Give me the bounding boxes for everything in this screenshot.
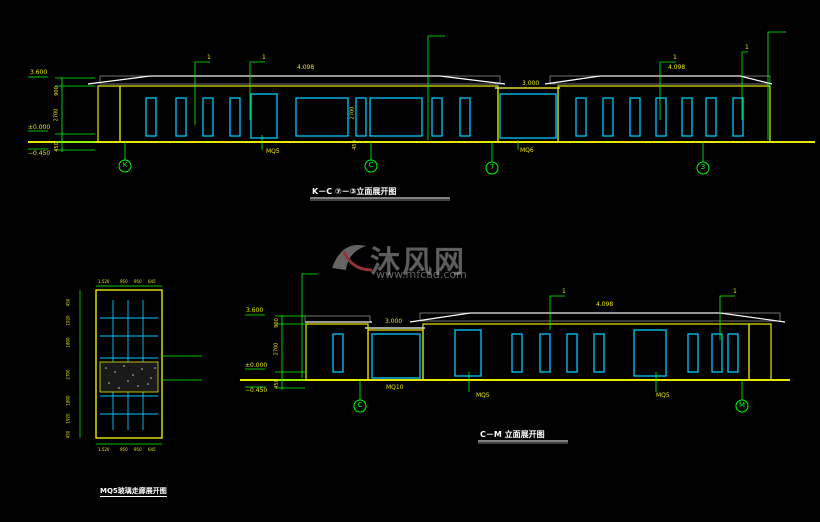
title-elevation-2: C－M 立面展开图 [480, 430, 545, 439]
dim-c-1-mid: 450 [351, 140, 358, 150]
detail-top-dim-1: 1,520 [98, 279, 110, 284]
detail-side-dim-7: 450 [65, 430, 71, 439]
door-tag-2b: MQ5 [476, 392, 490, 399]
detail-bottom-dim-3: 950 [134, 447, 142, 452]
detail-side-dim-2: 1920 [65, 315, 71, 326]
ridge-label-2: 4.098 [596, 301, 614, 308]
windows-right [575, 97, 744, 137]
axis-bubbles-2 [353, 399, 749, 413]
detail-side-dim-3: 1800 [65, 337, 71, 348]
mid-roof-label-1: 3.000 [522, 80, 540, 87]
door-tag-1a: MQ5 [266, 148, 280, 155]
detail-bottom-dim-2: 950 [120, 447, 128, 452]
watermark-logo [332, 244, 373, 272]
level-top-2: 3.600 [246, 307, 264, 314]
level-neg-1: −0.450 [28, 150, 51, 157]
elevation-1 [28, 31, 815, 201]
detail-side-dim-6: 1920 [65, 413, 71, 424]
roof-tiles-left [99, 75, 501, 85]
watermark-url: www.mfcad.com [376, 268, 467, 281]
wall-right-block [557, 85, 771, 143]
level-zero-2: ±0.000 [245, 362, 268, 369]
ridge-label-1b: 4.098 [668, 64, 686, 71]
mid-roof-label-2: 3.000 [385, 318, 403, 325]
detail-top-dim-4: 645 [148, 279, 156, 284]
dim-c-2: 450 [273, 379, 280, 389]
mark-2b: 1 [733, 288, 737, 295]
windows-elev2 [332, 329, 739, 379]
ridge-label-1: 4.098 [297, 64, 315, 71]
mark-1b: 1 [262, 54, 266, 61]
wall-m-end [748, 323, 772, 381]
dim-b-1: 2700 [53, 108, 60, 122]
dim-c-1: 450 [53, 142, 60, 152]
mark-1d: 1 [745, 44, 749, 51]
title-elevation-1: K－C ⑦－③立面展开图 [312, 187, 397, 196]
axis-k: K [122, 161, 128, 169]
detail-top-dim-2: 950 [120, 279, 128, 284]
leaders-1 [124, 31, 786, 162]
watermark-brand: 沐风网 [370, 245, 466, 280]
door-tag-2c: MQ5 [656, 392, 670, 399]
door-tag-2a: MQ10 [386, 384, 404, 391]
axis-bubbles-1 [118, 159, 710, 175]
dim-a-2: 900 [273, 318, 280, 328]
axis-7: 7 [489, 163, 495, 171]
door-tag-1b: MQ6 [520, 147, 534, 154]
axis-3: 3 [700, 163, 706, 171]
dim-b-2: 2700 [273, 342, 280, 356]
level-neg-2: −0.450 [245, 387, 268, 394]
title-detail: MQ5玻璃走廊展开图 [100, 487, 167, 497]
detail-bottom-dim-1: 1,520 [98, 447, 110, 452]
axis-m: M [738, 401, 746, 409]
elevation-2 [240, 273, 790, 444]
mark-1a: 1 [207, 54, 211, 61]
detail-top-dim-3: 950 [134, 279, 142, 284]
dim-b-1-mid: 2700 [349, 106, 356, 120]
dimension-column-2 [245, 314, 305, 390]
mark-1c: 1 [673, 54, 677, 61]
axis-c-2: C [357, 401, 363, 409]
dimension-column-1 [28, 76, 95, 152]
detail-side-dim-1: 450 [65, 298, 71, 307]
mark-2a: 1 [562, 288, 566, 295]
detail-dims [79, 285, 202, 445]
windows-left [145, 93, 557, 139]
leaders-2 [301, 273, 743, 400]
detail-hatch [99, 361, 159, 393]
dim-a-1: 900 [53, 86, 60, 96]
detail-side-dim-5: 1800 [65, 395, 71, 406]
detail-bottom-dim-4: 645 [148, 447, 156, 452]
detail-mq5 [79, 285, 202, 445]
detail-frame [95, 289, 163, 439]
level-zero-1: ±0.000 [28, 124, 51, 131]
detail-side-dim-4: 2700 [65, 369, 71, 380]
level-top-1: 3.600 [30, 69, 48, 76]
axis-c: C [368, 161, 374, 169]
